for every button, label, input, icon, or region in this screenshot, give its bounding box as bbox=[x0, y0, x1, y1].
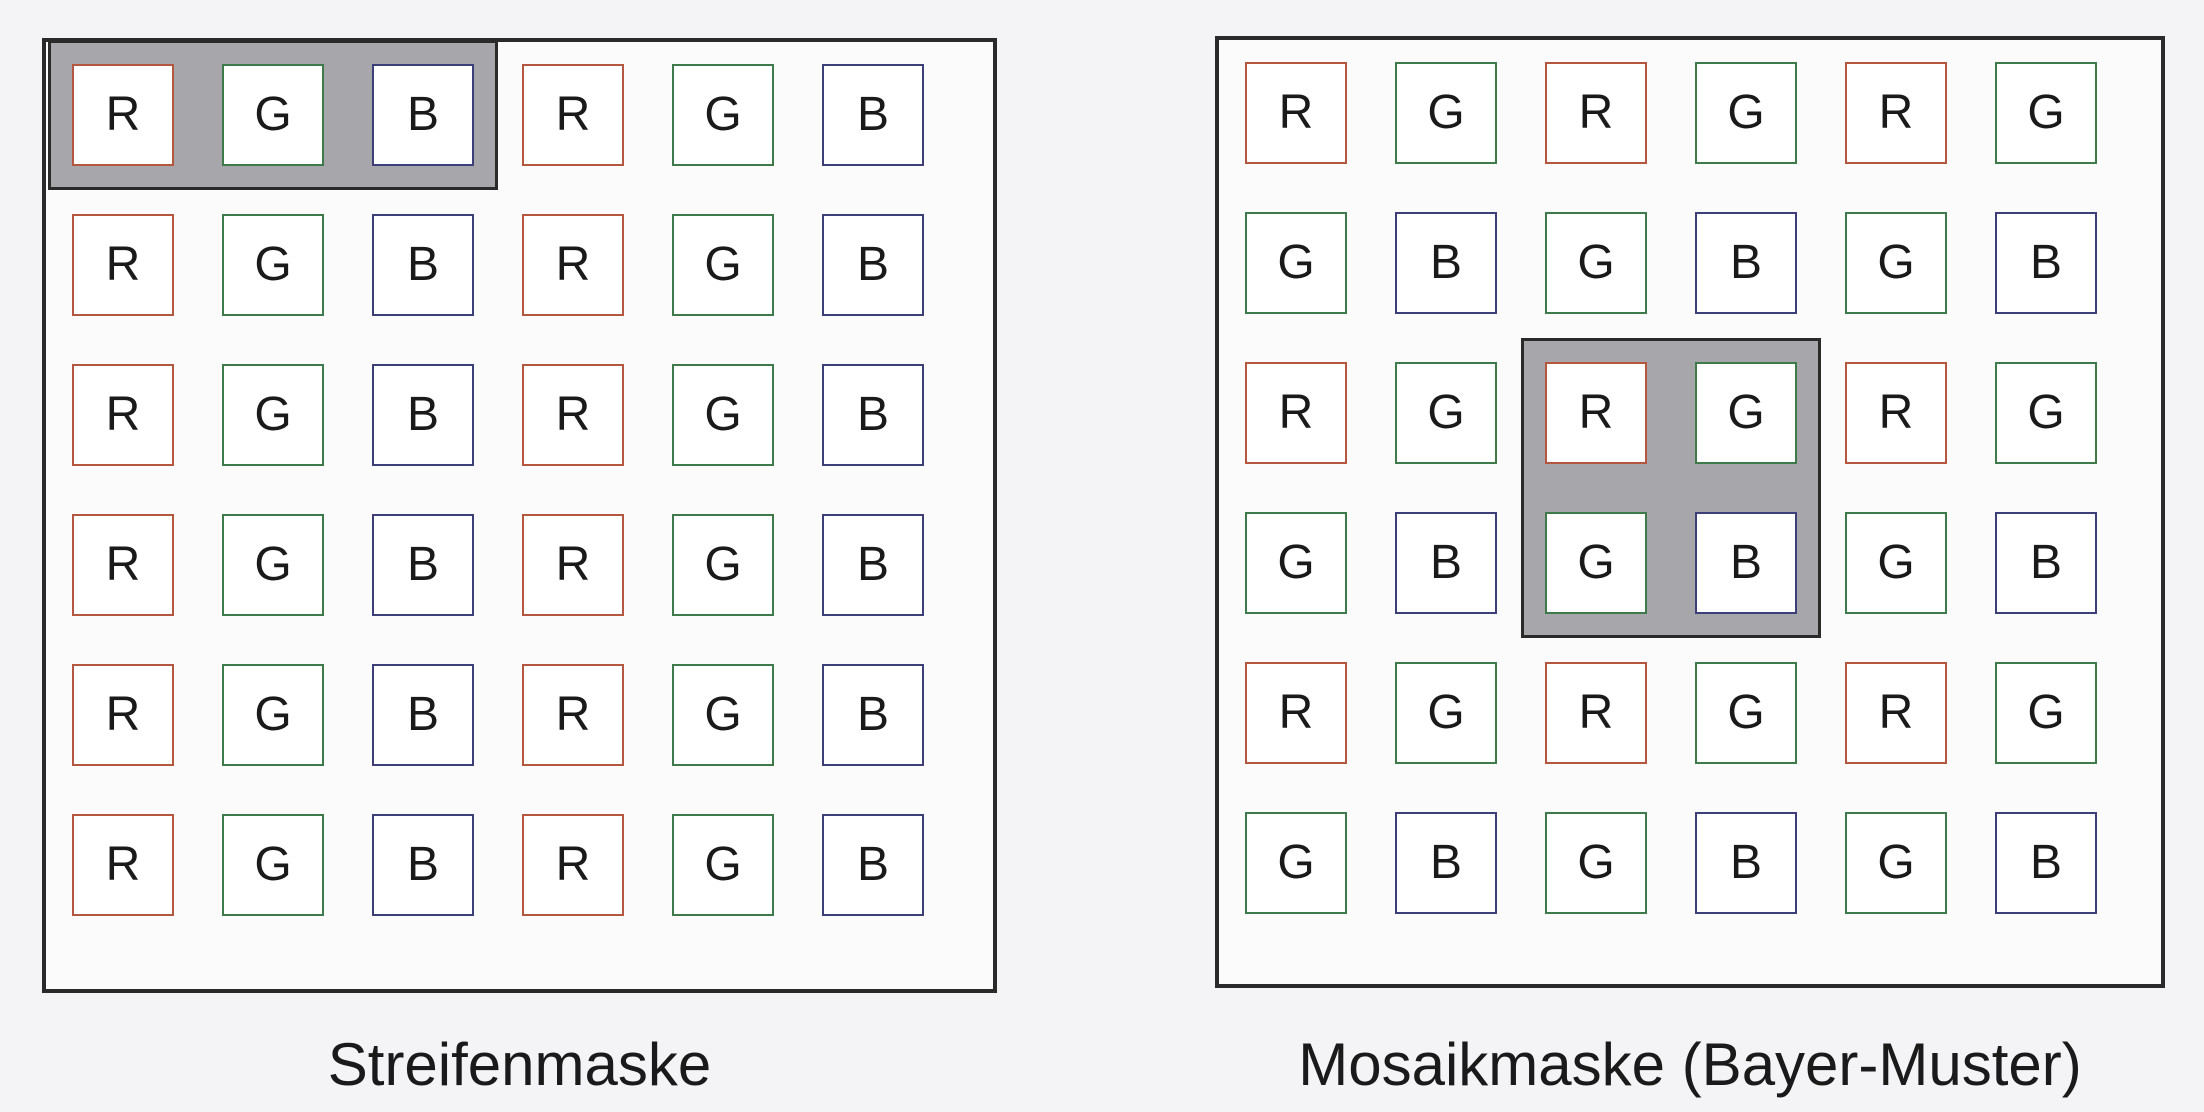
bayer-mask-cell-r4-c3: G bbox=[1545, 512, 1647, 614]
stripe-mask-cell-r4-c1: R bbox=[72, 514, 174, 616]
stripe-mask-cell-r6-c2: G bbox=[222, 814, 324, 916]
stripe-mask-cell-r3-c2: G bbox=[222, 364, 324, 466]
stripe-mask-cell-r4-c2: G bbox=[222, 514, 324, 616]
stripe-mask-cell-r4-c4: R bbox=[522, 514, 624, 616]
stripe-mask-cell-r4-c5: G bbox=[672, 514, 774, 616]
bayer-mask-caption: Mosaikmaske (Bayer-Muster) bbox=[1298, 1031, 2082, 1098]
bayer-mask-cell-r2-c6: B bbox=[1995, 212, 2097, 314]
bayer-mask-cell-r3-c4: G bbox=[1695, 362, 1797, 464]
stripe-mask-cell-r3-c5: G bbox=[672, 364, 774, 466]
bayer-mask-cell-r2-c1: G bbox=[1245, 212, 1347, 314]
bayer-mask-cell-r6-c1: G bbox=[1245, 812, 1347, 914]
bayer-mask-cell-r6-c6: B bbox=[1995, 812, 2097, 914]
bayer-mask-cell-r5-c2: G bbox=[1395, 662, 1497, 764]
stripe-mask-cell-r4-c6: B bbox=[822, 514, 924, 616]
bayer-mask-cell-r3-c3: R bbox=[1545, 362, 1647, 464]
stripe-mask-cell-r2-c6: B bbox=[822, 214, 924, 316]
bayer-mask-cell-r4-c4: B bbox=[1695, 512, 1797, 614]
bayer-mask-cell-r2-c2: B bbox=[1395, 212, 1497, 314]
stripe-mask-cell-r6-c3: B bbox=[372, 814, 474, 916]
bayer-mask-cell-r3-c2: G bbox=[1395, 362, 1497, 464]
bayer-mask-cell-r1-c5: R bbox=[1845, 62, 1947, 164]
stripe-mask-cell-r5-c2: G bbox=[222, 664, 324, 766]
bayer-mask-cell-r6-c4: B bbox=[1695, 812, 1797, 914]
bayer-mask-cell-r2-c3: G bbox=[1545, 212, 1647, 314]
stripe-mask-cell-r1-c5: G bbox=[672, 64, 774, 166]
stripe-mask-cell-r5-c3: B bbox=[372, 664, 474, 766]
bayer-mask-cell-r4-c1: G bbox=[1245, 512, 1347, 614]
bayer-mask-cell-r4-c5: G bbox=[1845, 512, 1947, 614]
stripe-mask-cell-r1-c2: G bbox=[222, 64, 324, 166]
stripe-mask-cell-r2-c4: R bbox=[522, 214, 624, 316]
bayer-mask-cell-r3-c6: G bbox=[1995, 362, 2097, 464]
stripe-mask-cell-r2-c2: G bbox=[222, 214, 324, 316]
bayer-mask-cell-r1-c1: R bbox=[1245, 62, 1347, 164]
bayer-mask-cell-r5-c4: G bbox=[1695, 662, 1797, 764]
bayer-mask-cell-r6-c2: B bbox=[1395, 812, 1497, 914]
stripe-mask-cell-r1-c1: R bbox=[72, 64, 174, 166]
stripe-mask-cell-r1-c3: B bbox=[372, 64, 474, 166]
bayer-mask-cell-r4-c2: B bbox=[1395, 512, 1497, 614]
stripe-mask-cell-r3-c1: R bbox=[72, 364, 174, 466]
bayer-mask-cell-r1-c2: G bbox=[1395, 62, 1497, 164]
bayer-mask-cell-r3-c5: R bbox=[1845, 362, 1947, 464]
stripe-mask-cell-r5-c1: R bbox=[72, 664, 174, 766]
bayer-mask-cell-r5-c6: G bbox=[1995, 662, 2097, 764]
bayer-mask-cell-r2-c4: B bbox=[1695, 212, 1797, 314]
stripe-mask-cell-r6-c5: G bbox=[672, 814, 774, 916]
stripe-mask-cell-r1-c6: B bbox=[822, 64, 924, 166]
stripe-mask-cell-r3-c3: B bbox=[372, 364, 474, 466]
stripe-mask-cell-r4-c3: B bbox=[372, 514, 474, 616]
stripe-mask-cell-r2-c1: R bbox=[72, 214, 174, 316]
stripe-mask-cell-r2-c3: B bbox=[372, 214, 474, 316]
bayer-mask-cell-r1-c6: G bbox=[1995, 62, 2097, 164]
bayer-mask-cell-r1-c3: R bbox=[1545, 62, 1647, 164]
bayer-mask-cell-r2-c5: G bbox=[1845, 212, 1947, 314]
stripe-mask-cell-r5-c4: R bbox=[522, 664, 624, 766]
stripe-mask-cell-r3-c6: B bbox=[822, 364, 924, 466]
bayer-mask-cell-r5-c3: R bbox=[1545, 662, 1647, 764]
bayer-mask-cell-r3-c1: R bbox=[1245, 362, 1347, 464]
stripe-mask-cell-r2-c5: G bbox=[672, 214, 774, 316]
bayer-mask-cell-r5-c5: R bbox=[1845, 662, 1947, 764]
stripe-mask-cell-r5-c6: B bbox=[822, 664, 924, 766]
stripe-mask-cell-r6-c6: B bbox=[822, 814, 924, 916]
stripe-mask-cell-r6-c4: R bbox=[522, 814, 624, 916]
stripe-mask-cell-r3-c4: R bbox=[522, 364, 624, 466]
bayer-mask-cell-r1-c4: G bbox=[1695, 62, 1797, 164]
stripe-mask-cell-r5-c5: G bbox=[672, 664, 774, 766]
bayer-mask-cell-r4-c6: B bbox=[1995, 512, 2097, 614]
bayer-mask-cell-r5-c1: R bbox=[1245, 662, 1347, 764]
bayer-mask-cell-r6-c5: G bbox=[1845, 812, 1947, 914]
stripe-mask-cell-r6-c1: R bbox=[72, 814, 174, 916]
bayer-mask-cell-r6-c3: G bbox=[1545, 812, 1647, 914]
stripe-mask-caption: Streifenmaske bbox=[327, 1031, 712, 1098]
stripe-mask-cell-r1-c4: R bbox=[522, 64, 624, 166]
